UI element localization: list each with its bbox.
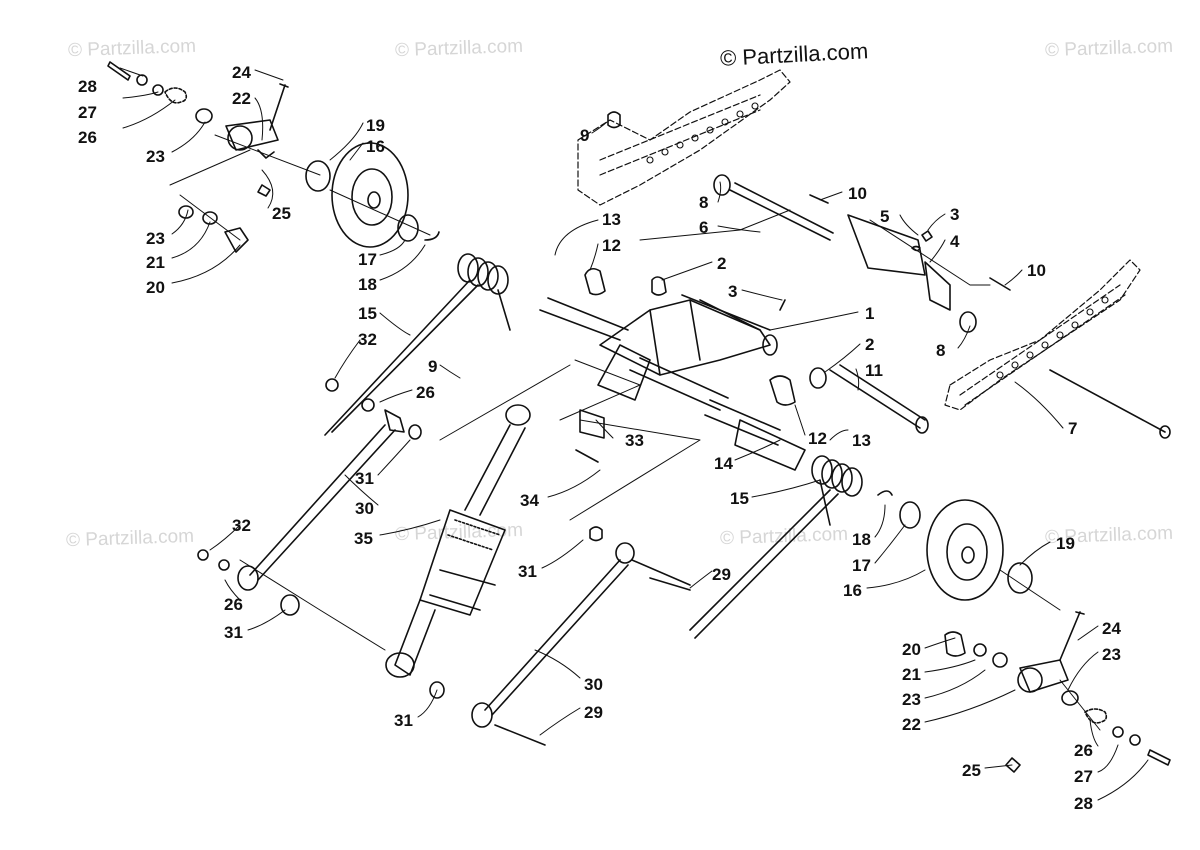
callout-label: 31 <box>518 562 537 581</box>
callout-label: 9 <box>580 126 590 145</box>
torsion-spring-right <box>689 455 863 639</box>
callout-label: 26 <box>1074 741 1093 760</box>
callout-label: 16 <box>366 137 385 156</box>
callout-label: 8 <box>699 193 709 212</box>
callout-label: 34 <box>520 491 539 510</box>
shock-absorber <box>385 404 531 678</box>
callout-label: 1 <box>865 304 875 323</box>
callout-label: 2 <box>865 335 875 354</box>
callout-label: 28 <box>1074 794 1093 813</box>
center-shaft-assembly <box>539 267 929 471</box>
centerlines <box>169 134 1101 731</box>
callout-label: 31 <box>224 623 243 642</box>
callout-label: 10 <box>1027 261 1046 280</box>
callout-label: 28 <box>78 77 97 96</box>
slide-rail-upper <box>577 69 791 206</box>
front-arm-links <box>197 378 691 746</box>
callout-label: 18 <box>358 275 377 294</box>
callout-label: 12 <box>808 429 827 448</box>
idler-wheel-right <box>877 490 1033 601</box>
callout-label: 23 <box>902 690 921 709</box>
callout-label: 5 <box>880 207 890 226</box>
idler-wheel-left <box>305 142 440 248</box>
callout-label: 10 <box>848 184 867 203</box>
callout-label: 17 <box>358 250 377 269</box>
callout-label: 6 <box>699 218 709 237</box>
callout-label: 21 <box>146 253 165 272</box>
callout-label: 12 <box>602 236 621 255</box>
callout-label: 31 <box>355 469 374 488</box>
bracket-assembly-right <box>944 611 1171 773</box>
rail-holes <box>996 296 1109 379</box>
torsion-spring-left <box>324 253 511 436</box>
callout-label: 21 <box>902 665 921 684</box>
callout-label: 30 <box>584 675 603 694</box>
callout-label: 33 <box>625 431 644 450</box>
callout-label: 32 <box>358 330 377 349</box>
rail-holes <box>646 102 759 164</box>
callout-label: 15 <box>358 304 377 323</box>
callout-label: 15 <box>730 489 749 508</box>
callout-label: 19 <box>1056 534 1075 553</box>
callout-label: 31 <box>394 711 413 730</box>
callout-label: 20 <box>902 640 921 659</box>
callout-label: 22 <box>232 89 251 108</box>
callout-label: 26 <box>224 595 243 614</box>
slide-rail-lower <box>944 259 1141 411</box>
callout-label: 2 <box>717 254 727 273</box>
callout-label: 25 <box>962 761 981 780</box>
callout-label: 25 <box>272 204 291 223</box>
callout-label: 35 <box>354 529 373 548</box>
callout-label: 26 <box>416 383 435 402</box>
bracket-assembly-left <box>107 61 289 253</box>
callout-label: 27 <box>1074 767 1093 786</box>
callout-label: 23 <box>1102 645 1121 664</box>
callout-label: 9 <box>428 357 438 376</box>
callout-label: 17 <box>852 556 871 575</box>
callout-label: 23 <box>146 229 165 248</box>
callout-label: 22 <box>902 715 921 734</box>
callout-label: 32 <box>232 516 251 535</box>
callout-label: 4 <box>950 232 960 251</box>
callout-label: 26 <box>78 128 97 147</box>
callout-label: 11 <box>865 361 883 380</box>
callout-label: 13 <box>602 210 621 229</box>
callout-label: 14 <box>714 454 733 473</box>
callout-label: 19 <box>366 116 385 135</box>
callout-label: 29 <box>712 565 731 584</box>
callout-label: 13 <box>852 431 871 450</box>
callout-label: 24 <box>232 63 251 82</box>
callout-label: 24 <box>1102 619 1121 638</box>
callout-label: 20 <box>146 278 165 297</box>
leader-lines <box>119 67 1149 801</box>
callout-label: 23 <box>146 147 165 166</box>
callout-label: 3 <box>950 205 960 224</box>
callout-label: 16 <box>843 581 862 600</box>
shaft-and-bracket-right <box>607 111 1171 439</box>
callout-label: 29 <box>584 703 603 722</box>
callout-label: 3 <box>728 282 738 301</box>
callout-label: 7 <box>1068 419 1078 438</box>
callout-label: 8 <box>936 341 946 360</box>
callout-label: 18 <box>852 530 871 549</box>
callout-label: 30 <box>355 499 374 518</box>
callout-label: 27 <box>78 103 97 122</box>
